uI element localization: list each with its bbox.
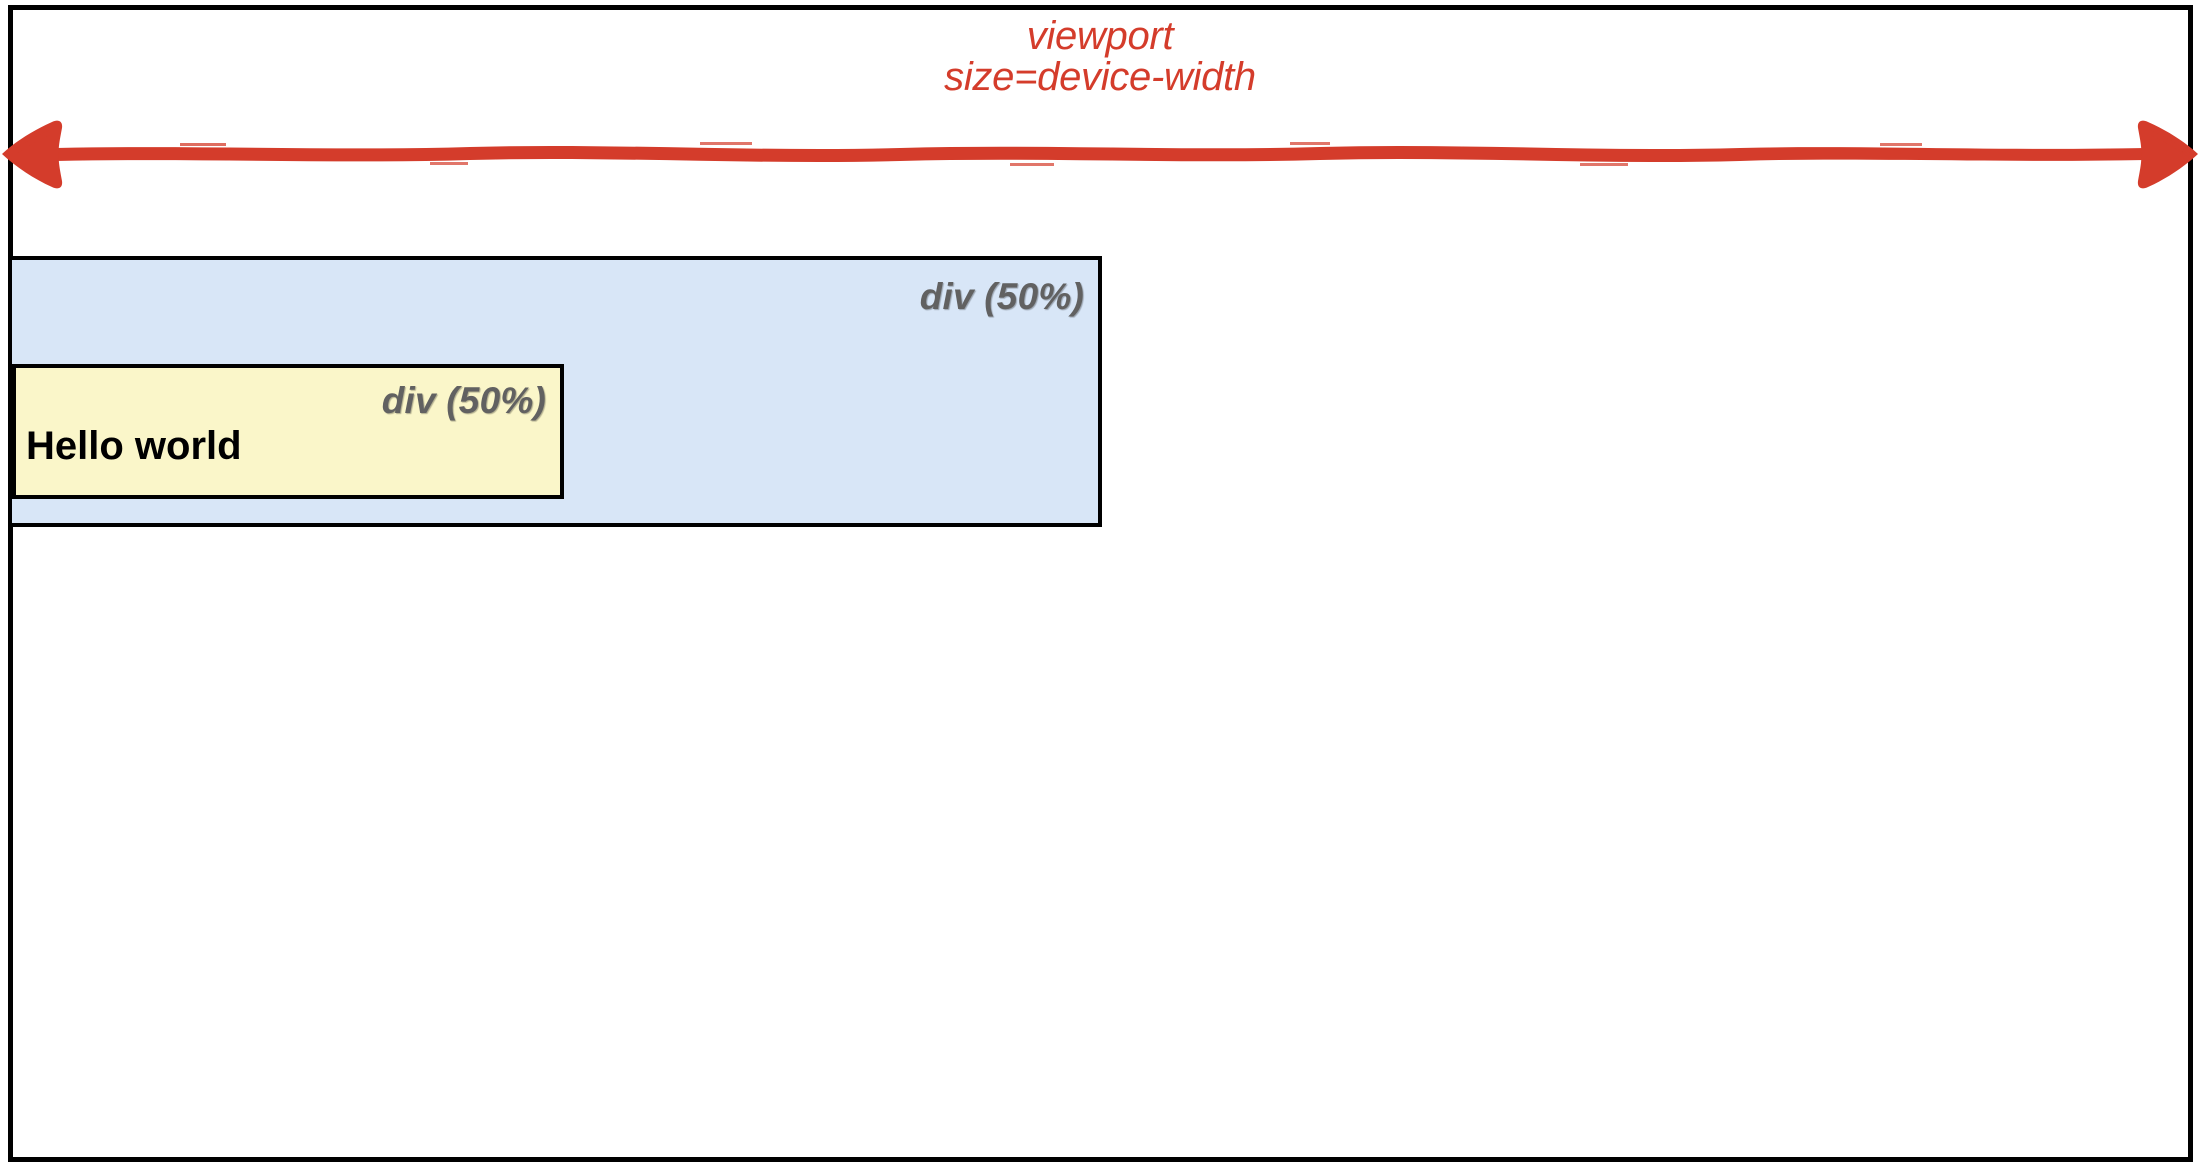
inner-div-box: div (50%) Hello world — [12, 364, 564, 499]
viewport-width-double-arrow-icon — [0, 108, 2200, 200]
viewport-frame — [8, 5, 2193, 1162]
outer-div-box: div (50%) div (50%) Hello world — [8, 256, 1102, 527]
inner-div-label: div (50%) — [381, 380, 546, 421]
outer-div-label: div (50%) — [919, 276, 1084, 317]
hello-world-text: Hello world — [26, 424, 242, 468]
